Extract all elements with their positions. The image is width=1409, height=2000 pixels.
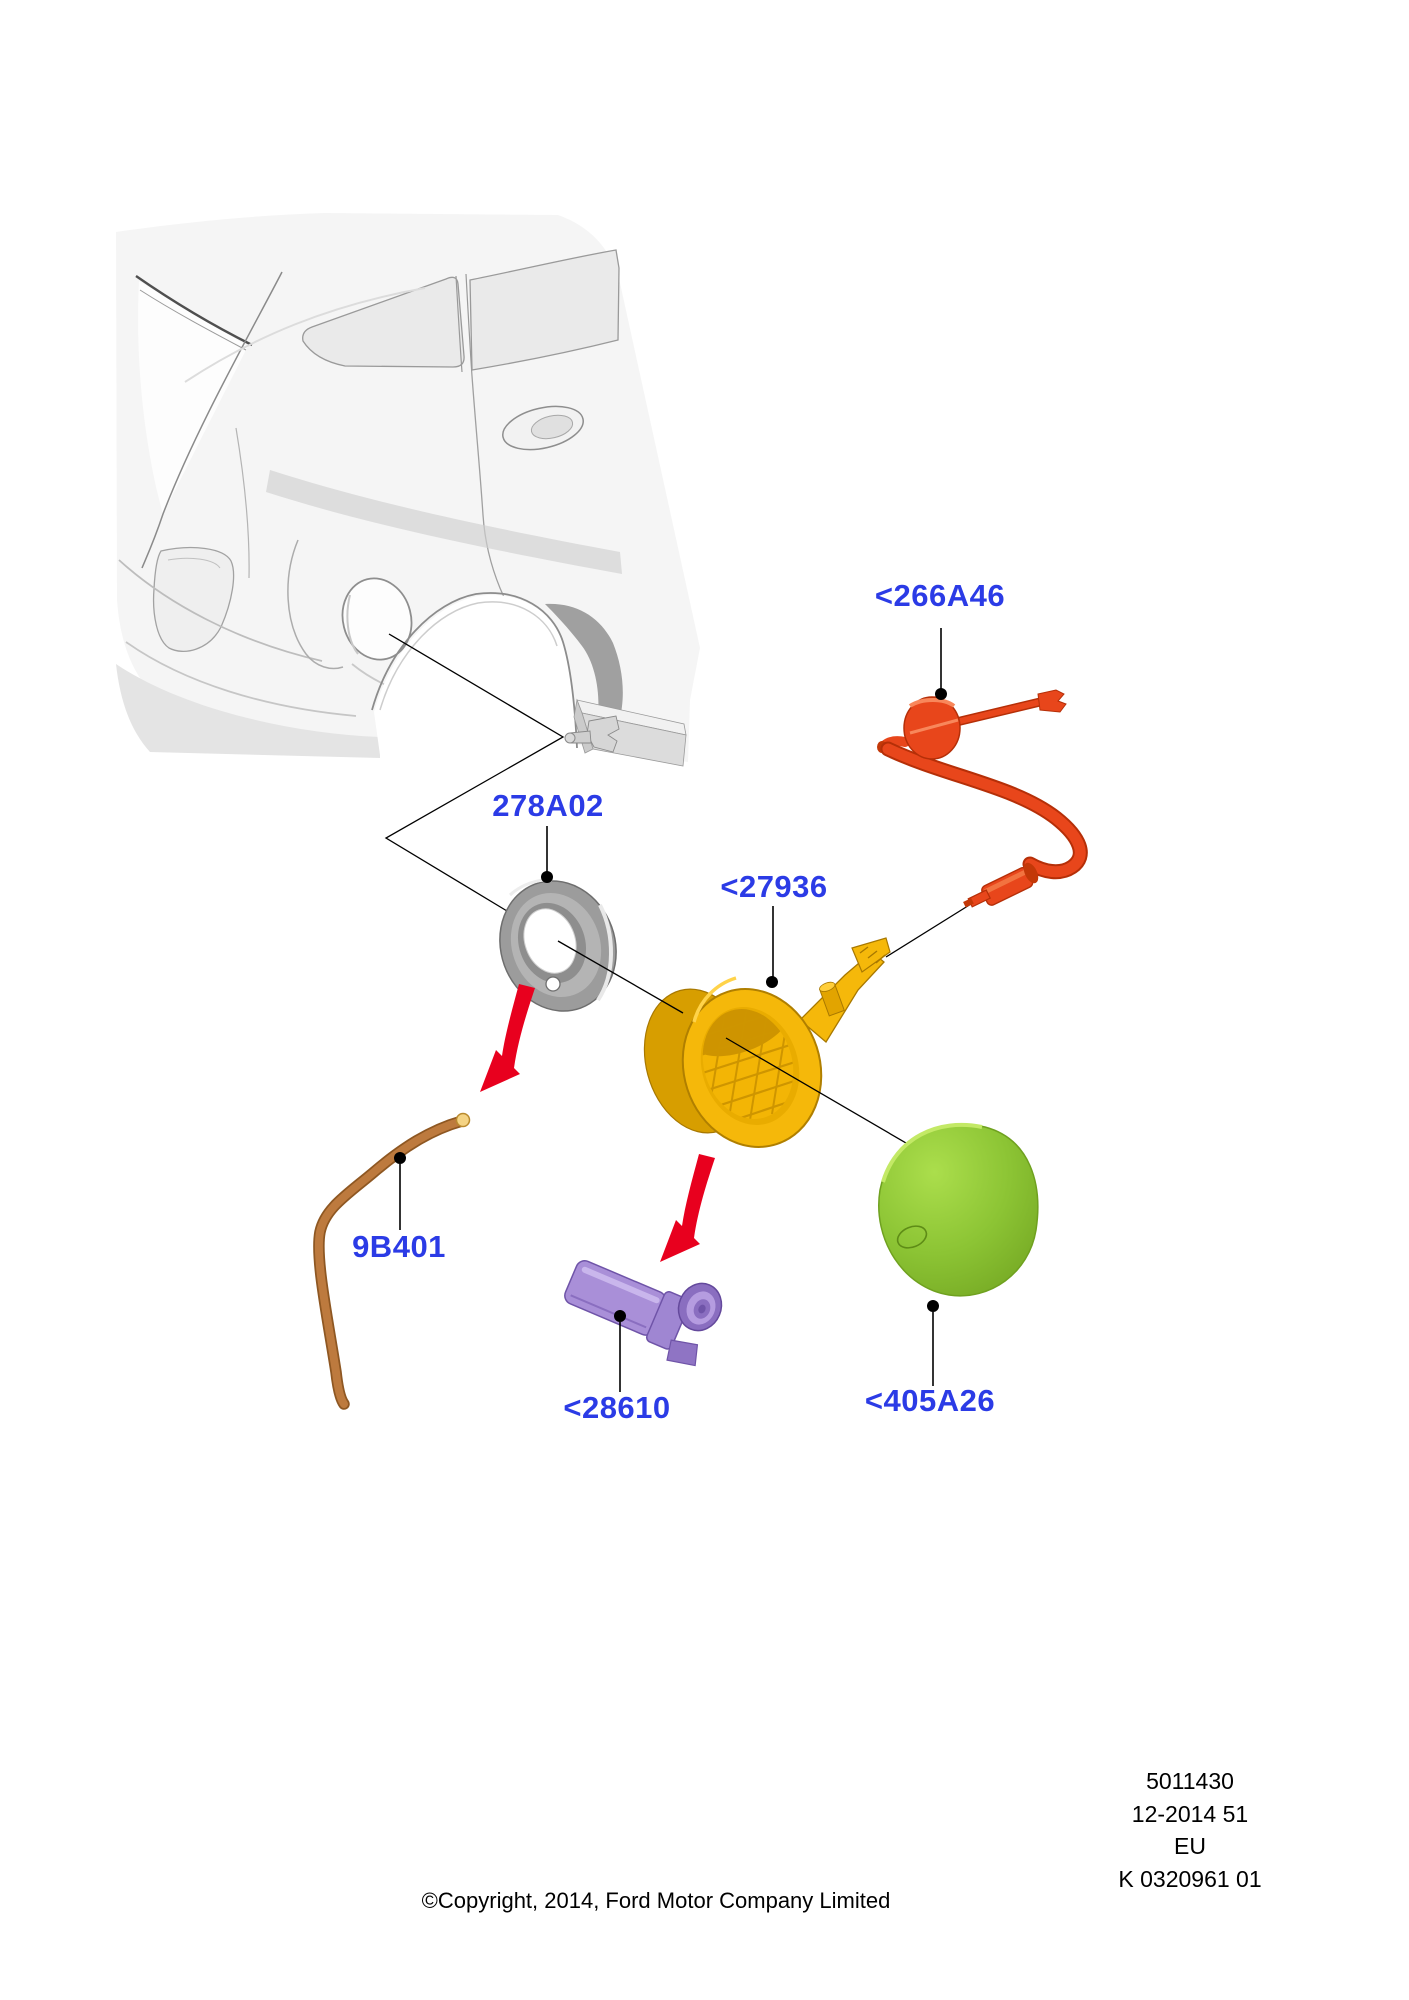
car-fuel-opening (341, 577, 413, 661)
plate-drawing-code: K 0320961 01 (1118, 1865, 1262, 1892)
car-wheel-arch (371, 592, 578, 749)
part-label-release-cable[interactable]: <266A46 (874, 578, 1006, 613)
filler-housing-part (643, 937, 891, 1148)
fuel-door-dimple (896, 1225, 928, 1249)
leader-zigzag (384, 633, 565, 912)
car-bumper-line-2 (125, 641, 357, 717)
callout-dot-28610 (614, 1310, 626, 1322)
part-label-actuator[interactable]: <28610 (563, 1390, 671, 1425)
car-roof-line-2 (139, 289, 247, 351)
grommet-drain-hole (545, 976, 561, 992)
drain-tube-part (313, 1112, 471, 1410)
car-door-window (469, 249, 620, 371)
car-belt-shadow (266, 470, 622, 574)
callout-dot-266A46 (935, 688, 947, 700)
car-jack-bracket (564, 715, 620, 753)
title-plate: 5011430 12-2014 51 EU K 0320961 01 (1118, 1765, 1261, 1895)
cable-connector (963, 862, 1039, 908)
car-roof-line (135, 275, 253, 347)
car-b-pillar-line (455, 275, 463, 373)
callout-dot-405A26 (927, 1300, 939, 1312)
leader-housing-to-door (725, 1037, 919, 1151)
leader-ring-to-housing (557, 940, 684, 1014)
car-body-crease (184, 287, 426, 383)
plate-date-code: 12-2014 51 (1131, 1800, 1249, 1827)
direction-arrow-actuator (660, 1154, 715, 1262)
car-window-white (138, 281, 248, 514)
car-taillight-line (167, 557, 221, 569)
grommet-highlight (596, 904, 613, 1002)
alignment-lines (557, 903, 972, 1151)
part-label-fuel-door[interactable]: <405A26 (864, 1383, 996, 1418)
fuel-door-part (878, 1122, 1039, 1297)
part-label-housing[interactable]: <27936 (720, 869, 828, 904)
plate-document-number: 5011430 (1146, 1768, 1234, 1794)
car-fuel-opening-shadow (346, 594, 359, 655)
callout-dot-9B401 (394, 1152, 406, 1164)
cable-clevis-end (1037, 689, 1067, 713)
housing-arm (799, 951, 885, 1043)
copyright-text: ©Copyright, 2014, Ford Motor Company Lim… (421, 1888, 891, 1913)
car-pillar-line (141, 271, 283, 569)
callout-dot-27936 (766, 976, 778, 988)
housing-pin (819, 981, 845, 1017)
actuator-cap (677, 1282, 723, 1332)
car-wheel-arch-lip (379, 601, 558, 711)
grommet-ring-part (499, 878, 617, 1012)
fuel-door-highlight (881, 1122, 983, 1183)
cable-body (882, 743, 1086, 878)
tube-body (314, 1117, 466, 1408)
callout-dot-278A02 (541, 871, 553, 883)
car-bumper-shadow (116, 664, 380, 758)
car-bumper-line (118, 559, 323, 662)
callout-dots (394, 688, 947, 1322)
housing-teeth-lines (859, 946, 886, 964)
leader-arm-to-cable (885, 903, 972, 958)
car-illustration (116, 213, 700, 767)
housing-highlight (692, 976, 737, 1023)
car-b-pillar-line-2 (465, 273, 473, 377)
leader-lines (384, 633, 565, 912)
tube-tip (455, 1112, 471, 1128)
car-door-handle (502, 405, 584, 451)
cable-handle-disc (903, 696, 961, 760)
callout-leaders (399, 628, 942, 1392)
direction-arrow-grommet (480, 984, 535, 1092)
part-label-drain-tube[interactable]: 9B401 (352, 1229, 446, 1264)
car-liftgate-line (235, 427, 250, 579)
release-actuator-part (564, 1260, 723, 1367)
part-label-grommet[interactable]: 278A02 (492, 788, 604, 823)
car-quarter-window (302, 276, 465, 368)
car-arch-shadow-band (545, 603, 623, 732)
plate-market: EU (1174, 1833, 1206, 1859)
release-cable-part (877, 689, 1088, 908)
car-fuel-recess-crease (287, 539, 344, 670)
